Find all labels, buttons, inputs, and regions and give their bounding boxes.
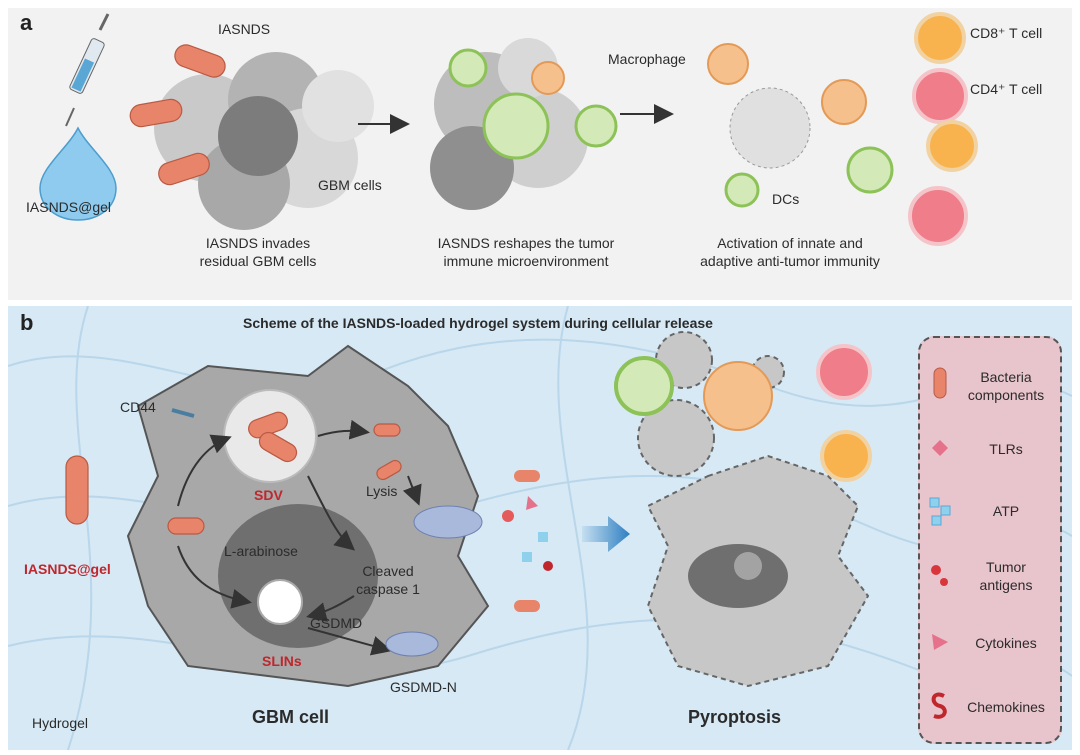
gel-drop-icon: [39, 126, 117, 221]
gsdmd-n-label: GSDMD-N: [390, 679, 457, 695]
sdv-label: SDV: [254, 487, 283, 503]
activation-cluster: [707, 43, 894, 208]
pyroptosis-label: Pyroptosis: [688, 707, 782, 727]
legend-cytokines: Cytokines: [975, 635, 1037, 651]
cd44-label: CD44: [120, 399, 156, 415]
iasnds-gel-label-a: IASNDS@gel: [26, 199, 112, 215]
macrophage-cell: [703, 361, 773, 431]
gbm-cell-cluster: [154, 52, 374, 230]
cd8-label: CD8⁺ T cell: [970, 25, 1043, 41]
cd8-t-cell: [820, 430, 872, 482]
caption-activation: Activation of innate and adaptive anti-t…: [700, 235, 880, 269]
transition-arrow-icon: [582, 516, 630, 552]
legend-chemokines: Chemokines: [967, 699, 1045, 715]
legend-tumor-antigens: Tumor antigens: [979, 559, 1033, 593]
iasnds-label: IASNDS: [218, 21, 271, 37]
bacteria-icon: [933, 367, 947, 399]
atp-icon: [929, 497, 951, 526]
panel-a: a: [8, 8, 1072, 300]
panel-b: b Scheme of the IASNDS-loaded hydrogel s…: [8, 306, 1072, 750]
legend-box: Bacteria components TLRs ATP Tumor antig…: [918, 336, 1062, 744]
gsdmd-n-pore-icon: [385, 505, 483, 657]
apoptotic-bodies: [637, 331, 785, 477]
gbm-cell-label: GBM cell: [252, 707, 330, 727]
legend-atp: ATP: [992, 503, 1020, 519]
panel-b-title: Scheme of the IASNDS-loaded hydrogel sys…: [243, 315, 713, 331]
bacteria-group-a: [129, 44, 226, 186]
cd4-t-cell: [816, 344, 872, 400]
l-arabinose-label: L-arabinose: [224, 543, 298, 559]
caption-invades: IASNDS invades residual GBM cells: [199, 235, 317, 269]
gsdmd-label: GSDMD: [310, 615, 363, 631]
caption-reshapes: IASNDS reshapes the tumor immune microen…: [437, 235, 615, 269]
chemokine-icon: [931, 692, 947, 719]
gbm-cells-label: GBM cells: [318, 177, 382, 193]
slins-label: SLINs: [262, 653, 302, 669]
panel-a-illustration: [39, 12, 978, 246]
t-cell-group: [908, 12, 978, 246]
panel-a-label: a: [20, 10, 33, 35]
bacteria-group-b: [65, 411, 402, 535]
tumor-microenvironment-cluster: [430, 38, 618, 210]
cd44-receptor-icon: [171, 408, 195, 418]
dcs-label: DCs: [772, 191, 800, 207]
lysis-label: Lysis: [366, 483, 398, 499]
cytokine-icon: [932, 634, 948, 650]
cd4-label: CD4⁺ T cell: [970, 81, 1043, 97]
legend-tlrs: TLRs: [989, 441, 1023, 457]
panel-b-label: b: [20, 310, 34, 335]
released-content-cluster: [502, 470, 553, 612]
macrophage-label: Macrophage: [608, 51, 686, 67]
legend-bacteria: Bacteria components: [967, 369, 1045, 403]
dc-cell: [614, 356, 674, 416]
syringe-icon: [65, 13, 110, 127]
panel-b-illustration: [8, 306, 1072, 750]
pathway-arrows: [177, 419, 422, 656]
legend-icons: [929, 367, 951, 719]
cleaved-caspase-label: Cleaved caspase 1: [356, 563, 420, 597]
tumor-antigen-icon: [931, 565, 948, 586]
hydrogel-label: Hydrogel: [32, 715, 89, 731]
tlr-icon: [932, 440, 948, 456]
iasnds-gel-label-b: IASNDS@gel: [24, 561, 111, 577]
slins-particle: [257, 579, 303, 625]
